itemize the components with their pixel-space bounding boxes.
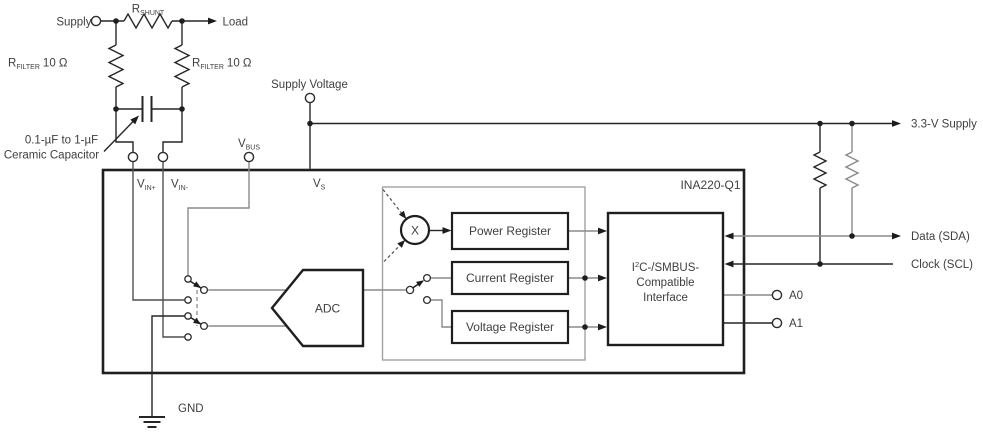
vin-minus-label: VIN- <box>171 179 189 193</box>
vbus-label: VBUS <box>238 138 260 152</box>
vin-plus-label: VIN+ <box>137 179 156 193</box>
mux-contact-vbus <box>184 275 192 283</box>
supply-terminal <box>90 15 102 27</box>
interface-label-line2: Compatible <box>636 277 694 289</box>
vin-plus-internal-wire <box>132 161 185 301</box>
mux-lower-pole <box>199 321 209 331</box>
interface-label-line1: I2C-/SMBUS- <box>632 260 700 274</box>
current-register-label: Current Register <box>466 271 554 285</box>
interface-label-line3: Interface <box>643 292 688 304</box>
mux-upper-pole <box>199 285 209 295</box>
capacitor-note-line2: Ceramic Capacitor <box>4 150 99 162</box>
supply-voltage-terminal <box>304 92 316 104</box>
rail-33v-label: 3.3-V Supply <box>911 119 977 131</box>
power-to-interface-arrow <box>598 227 607 235</box>
pullup-resistor-scl <box>812 151 828 189</box>
junction-cap-left <box>113 106 119 112</box>
multiplier-label: X <box>411 224 419 238</box>
junction-current-feedback <box>582 275 588 281</box>
output-switch-arm-arrow <box>416 280 424 287</box>
output-switch-contact-voltage <box>422 295 432 305</box>
vin-plus-pin <box>127 151 139 163</box>
r-shunt-label: RSHUNT <box>132 4 165 18</box>
voltage-register-input-wire <box>430 299 452 328</box>
power-register-block <box>450 211 570 251</box>
sda-arrow-left <box>724 232 734 240</box>
voltage-register-label: Voltage Register <box>466 320 554 334</box>
vbus-internal-wire <box>187 161 250 276</box>
mux-lower-arm-arrow <box>193 317 201 325</box>
junction-shunt-right <box>179 18 185 24</box>
capacitor-note-line1: 0.1-µF to 1-µF <box>25 135 98 147</box>
a1-pin <box>771 317 783 329</box>
current-to-interface-arrow <box>598 274 607 282</box>
multiplier-feedback-loop <box>381 186 586 361</box>
sda-arrow-right <box>892 232 901 240</box>
junction-vs-rail <box>307 120 313 127</box>
multiplier-tap-upper <box>382 189 402 214</box>
shunt-resistor <box>123 12 173 30</box>
current-register-block <box>450 260 570 296</box>
output-switch-contact-current <box>422 273 432 283</box>
power-register-label: Power Register <box>469 224 551 238</box>
adc-block <box>270 268 365 348</box>
voltage-register-block <box>450 309 570 345</box>
multiplier-tap-upper-arrow <box>398 210 407 219</box>
gnd-internal-wire <box>151 315 185 417</box>
mux-contact-vin-minus <box>184 333 192 341</box>
output-switch-pole <box>405 285 415 295</box>
junction-voltage-feedback <box>582 324 588 330</box>
filter-resistor-left <box>107 44 125 88</box>
load-label: Load <box>223 17 249 29</box>
vin-minus-pin <box>157 151 169 163</box>
vin-minus-drop-wire <box>162 109 183 153</box>
pullup-resistor-sda <box>844 151 860 189</box>
vin-minus-internal-wire <box>162 161 185 338</box>
sda-label: Data (SDA) <box>911 231 970 243</box>
load-arrow <box>208 17 217 25</box>
vs-label: VS <box>313 178 326 192</box>
junction-rail-pullup-sda <box>849 120 855 127</box>
a1-label: A1 <box>789 318 803 330</box>
capacitor-note-arrowhead <box>130 115 139 125</box>
a0-pin <box>771 289 783 301</box>
multiplier-output-arrow <box>442 227 452 234</box>
junction-rail-pullup-scl <box>817 120 823 127</box>
multiplier-block <box>399 214 431 246</box>
junction-scl-pullup <box>817 261 823 267</box>
mux-contact-gnd <box>184 312 192 320</box>
filter-resistor-right <box>173 44 191 88</box>
a0-label: A0 <box>789 290 803 302</box>
scl-arrow-left <box>724 260 734 268</box>
junction-shunt-left <box>113 18 119 24</box>
multiplier-tap-lower <box>383 244 401 262</box>
capacitor-note-arrow-line <box>103 118 137 152</box>
mux-upper-arm-arrow <box>193 281 201 288</box>
vin-plus-drop-wire <box>115 109 134 153</box>
interface-block <box>606 211 725 347</box>
mux-contact-vin-plus <box>184 296 192 304</box>
junction-sda-pullup <box>849 233 855 239</box>
voltage-to-interface-arrow <box>598 323 607 331</box>
chip-name-label: INA220-Q1 <box>680 178 740 192</box>
supply-label: Supply <box>56 17 91 29</box>
rail-33v-arrow <box>892 120 901 127</box>
scl-label: Clock (SCL) <box>911 259 973 271</box>
gnd-label: GND <box>178 403 204 415</box>
adc-label: ADC <box>315 302 341 316</box>
supply-voltage-label: Supply Voltage <box>271 79 348 91</box>
junction-cap-right <box>179 106 185 112</box>
vbus-pin <box>243 151 255 163</box>
multiplier-tap-lower-arrow <box>397 240 406 248</box>
